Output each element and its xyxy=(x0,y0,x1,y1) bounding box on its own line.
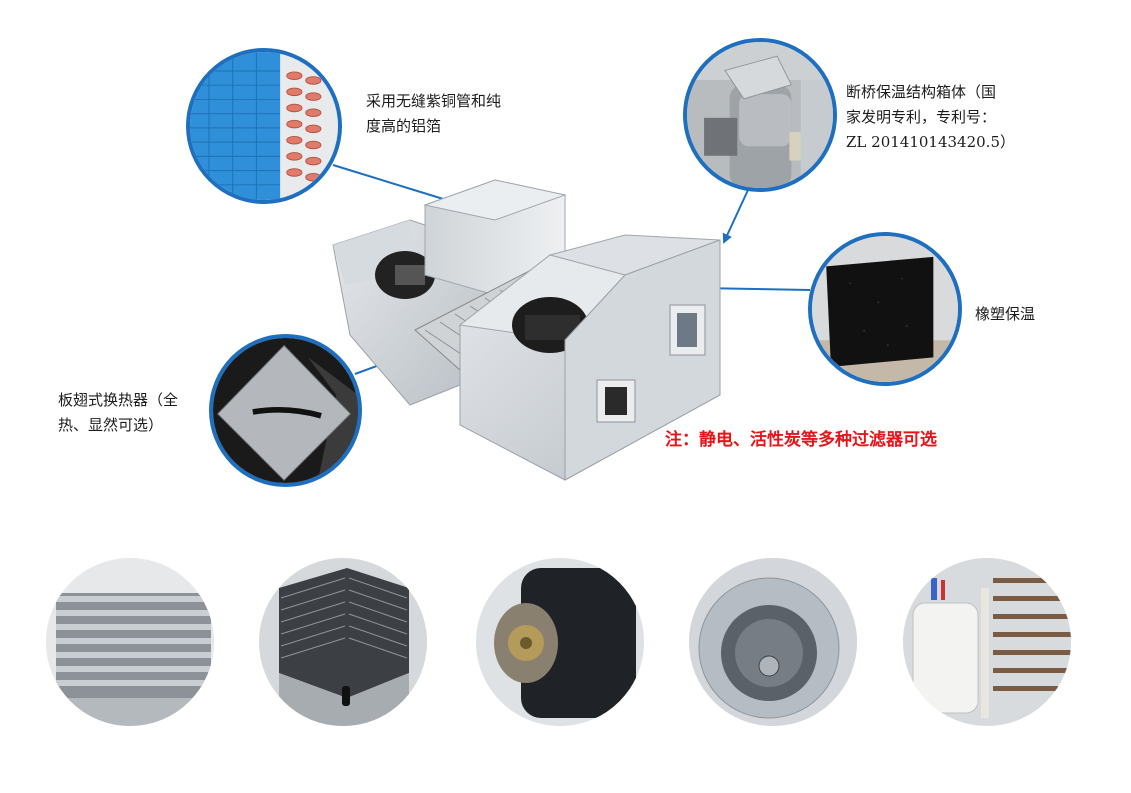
gallery-humidifier xyxy=(903,558,1071,726)
humidifier-and-coil-icon xyxy=(903,558,1071,726)
gallery-heat-exchanger-core xyxy=(259,558,427,726)
gallery-fan-motor xyxy=(476,558,644,726)
gallery-fan-impeller xyxy=(46,558,214,726)
ventilation-unit-icon xyxy=(332,179,721,481)
centrifugal-fan-wheel-icon xyxy=(689,558,857,726)
fan-motor-housing-icon xyxy=(476,558,644,726)
coil-feature-label: 采用无缝紫铜管和纯 度高的铝箔 xyxy=(366,92,502,135)
heat-exchanger-core-icon xyxy=(259,558,427,726)
insulation-feature-label: 橡塑保温 xyxy=(975,305,1036,323)
cabinet-callout xyxy=(683,38,837,192)
ventilation-unit-image xyxy=(325,175,735,485)
fan-impeller-grille-icon xyxy=(46,558,214,726)
filter-options-note: 注：静电、活性炭等多种过滤器可选 xyxy=(665,430,937,450)
insulation-callout xyxy=(808,232,962,386)
rubber-foam-icon xyxy=(812,236,958,382)
exchanger-feature-label: 板翅式换热器（全 热、显然可选） xyxy=(58,391,179,434)
copper-coil-icon xyxy=(190,52,338,200)
cabinet-feature-label: 断桥保温结构箱体（国 家发明专利，专利号： ZL 201410143420.5） xyxy=(846,83,1015,151)
cabinet-corner-icon xyxy=(687,42,833,188)
coil-callout xyxy=(186,48,342,204)
plate-heat-exchanger-icon xyxy=(213,338,358,483)
gallery-centrifugal-fan xyxy=(689,558,857,726)
exchanger-callout xyxy=(209,334,362,487)
